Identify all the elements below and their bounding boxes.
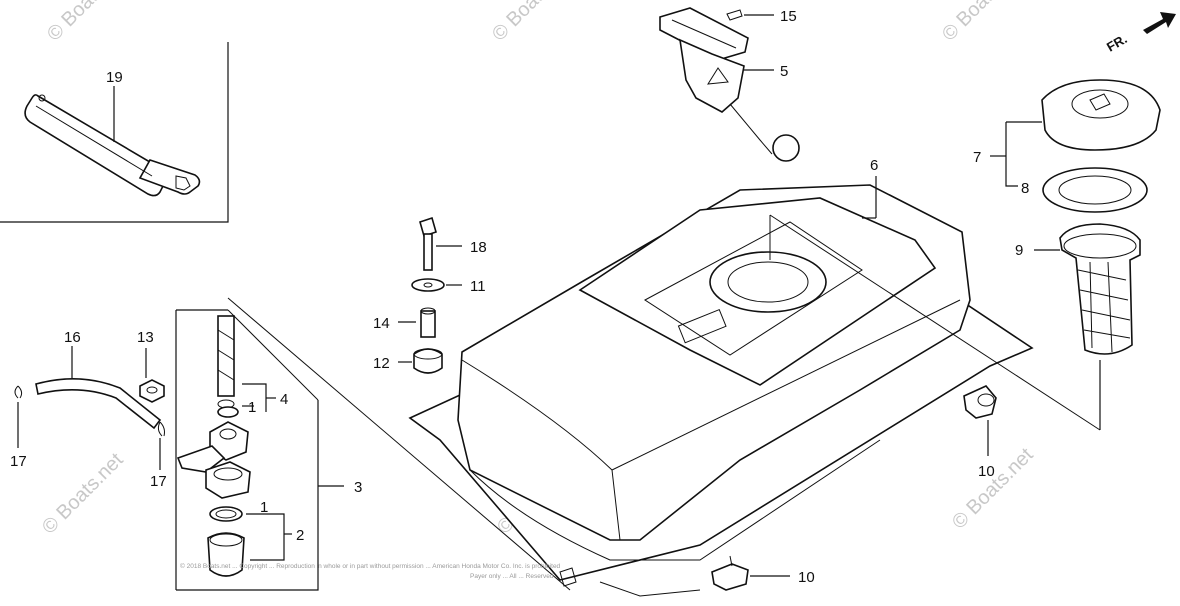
- label-6: 6: [870, 157, 878, 174]
- label-13: 13: [137, 329, 154, 346]
- copyright-line-1: © 2018 Boats.net ... Copyright ... Repro…: [180, 562, 561, 570]
- watermark: © Boats.net: [38, 449, 128, 539]
- watermark: © Boats.net: [948, 444, 1038, 534]
- label-17-right: 17: [150, 473, 167, 490]
- fuel-tank: 6: [408, 157, 1101, 597]
- direction-marker-label: FR.: [1104, 31, 1130, 54]
- label-16: 16: [64, 329, 81, 346]
- label-10-upper: 10: [978, 463, 995, 480]
- mounting-hardware: 18 11 14 12: [373, 216, 487, 374]
- label-11: 11: [470, 278, 486, 295]
- label-3: 3: [354, 479, 362, 496]
- label-8: 8: [1021, 180, 1029, 197]
- copyright-line-2: Payer only ... All ... Reserved: [470, 573, 554, 580]
- label-1-upper: 1: [248, 399, 256, 416]
- label-2: 2: [296, 527, 304, 544]
- label-5: 5: [780, 63, 788, 80]
- label-7: 7: [973, 149, 981, 166]
- fuel-cock-assembly: 3 1 4 1 2: [175, 297, 571, 591]
- label-1-lower: 1: [260, 499, 268, 516]
- arrow-icon: [1143, 12, 1176, 34]
- copyright: © 2018 Boats.net ... Copyright ... Repro…: [180, 562, 561, 580]
- fuel-gauge-assembly: 15 5: [659, 7, 800, 162]
- label-17-left: 17: [10, 453, 27, 470]
- label-9: 9: [1015, 242, 1023, 259]
- label-4: 4: [280, 391, 288, 408]
- watermark: © Boats.net: [938, 0, 1028, 46]
- label-14: 14: [373, 315, 390, 332]
- label-15: 15: [780, 8, 797, 25]
- direction-marker: FR.: [1104, 12, 1176, 55]
- watermark: © Boats.net: [488, 0, 578, 46]
- fuel-cap-assembly: 7 8 9: [973, 79, 1161, 430]
- inset-box-19: 19: [0, 42, 229, 223]
- watermark: © Boats.net: [43, 0, 133, 46]
- hose-group: 16 13 17 17: [10, 329, 167, 490]
- label-18: 18: [470, 239, 487, 256]
- label-19: 19: [106, 69, 123, 86]
- tank-clips: 10 10: [711, 385, 997, 591]
- label-12: 12: [373, 355, 390, 372]
- label-10-lower: 10: [798, 569, 815, 586]
